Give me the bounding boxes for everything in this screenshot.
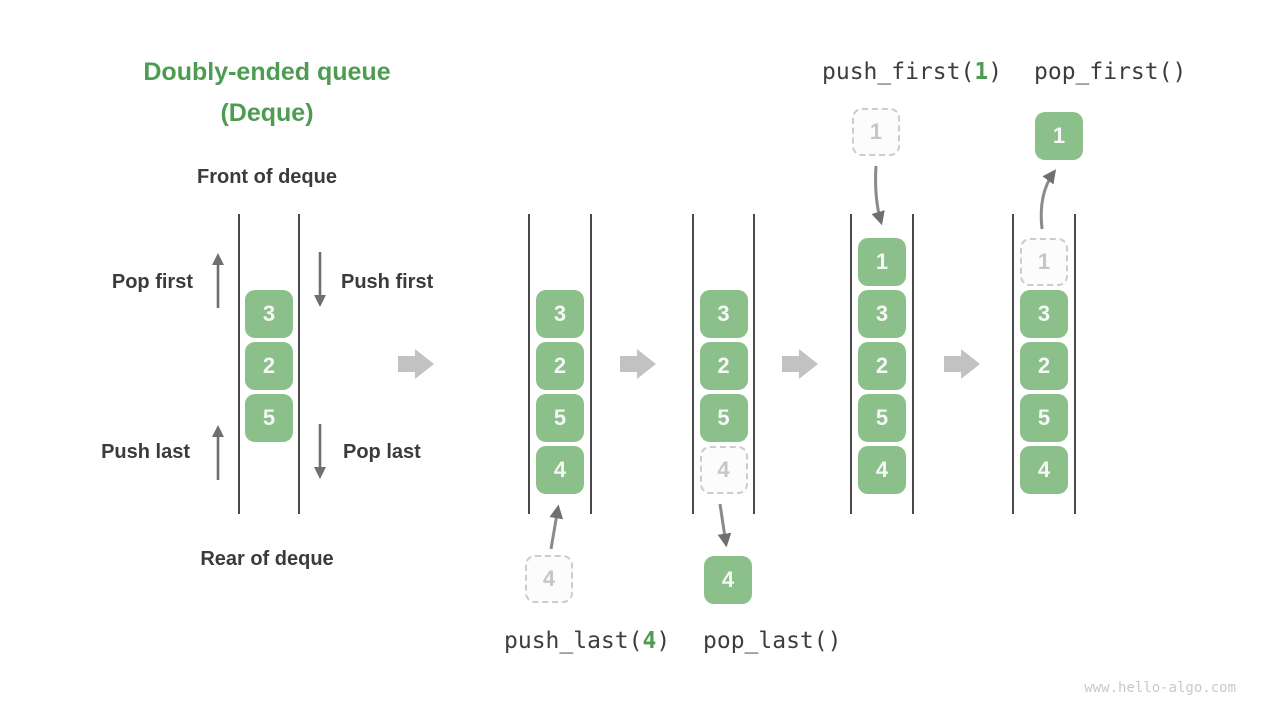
pop-last-code-label: pop_last() (703, 628, 842, 654)
deque-during-pop-last-cell: 5 (699, 394, 748, 442)
step-arrow-icon (782, 349, 818, 379)
push-first-code-label: push_first(1) (822, 59, 1002, 86)
deque-initial-cell: 3 (245, 290, 293, 338)
deque-during-pop-first-wall (1012, 214, 1014, 514)
pop-last-connector-arrow-icon (717, 503, 732, 548)
deque-after-push-last-cell: 5 (536, 394, 584, 442)
deque-during-pop-first-cell: 3 (1020, 290, 1068, 338)
deque-after-push-last-cell: 2 (536, 342, 584, 390)
deque-after-push-last-cell: 4 (536, 446, 584, 494)
deque-during-pop-first-cell: 5 (1020, 394, 1068, 442)
deque-after-push-last-wall (528, 214, 530, 514)
page-title-line1: Doubly-ended queue (143, 58, 391, 86)
deque-during-pop-last-wall (753, 214, 755, 514)
step-arrow-icon (944, 349, 980, 379)
code-text: ) (656, 628, 671, 654)
deque-during-pop-first-cell: 4 (1020, 446, 1068, 494)
step-arrow-icon (398, 349, 434, 379)
deque-after-push-first-cell: 2 (858, 342, 906, 390)
pop-last-result-cell: 4 (704, 556, 752, 604)
page-title-line2: (Deque) (220, 99, 314, 127)
deque-during-pop-first-cell: 2 (1020, 342, 1068, 390)
deque-after-push-first-cell: 4 (858, 446, 906, 494)
deque-during-pop-first-cell: 1 (1020, 238, 1068, 286)
deque-during-pop-last-cell: 4 (699, 446, 748, 494)
pop-first-code-label: pop_first() (1034, 59, 1187, 85)
deque-initial-cell: 5 (245, 394, 293, 442)
code-text: ) (988, 59, 1003, 85)
deque-during-pop-last-cell: 3 (699, 290, 748, 338)
pop-last-label: Pop last (343, 441, 421, 463)
deque-after-push-first-cell: 3 (858, 290, 906, 338)
watermark: www.hello-algo.com (1084, 680, 1236, 696)
push-last-label: Push last (101, 441, 190, 463)
deque-during-pop-last-wall (692, 214, 694, 514)
push-first-connector-arrow-icon (871, 165, 885, 226)
push-first-label: Push first (341, 271, 434, 293)
deque-after-push-first-cell: 1 (858, 238, 906, 286)
pop-first-label: Pop first (111, 271, 193, 293)
deque-after-push-first-wall (912, 214, 914, 514)
push-last-connector-arrow-icon (549, 504, 564, 550)
code-text: push_last( (504, 628, 643, 654)
code-arg: 1 (974, 59, 989, 85)
push-first-incoming-cell: 1 (852, 108, 900, 156)
pop-first-result-cell: 1 (1035, 112, 1083, 160)
deque-during-pop-first-wall (1074, 214, 1076, 514)
deque-initial-wall (298, 214, 300, 514)
code-arg: 4 (642, 628, 657, 654)
push-last-incoming-cell: 4 (525, 555, 573, 603)
rear-of-deque-label: Rear of deque (200, 548, 334, 570)
deque-after-push-first-wall (850, 214, 852, 514)
deque-after-push-first-cell: 5 (858, 394, 906, 442)
push-last-code-label: push_last(4) (504, 628, 670, 655)
pop-first-connector-arrow-icon (1039, 169, 1057, 230)
front-of-deque-label: Front of deque (197, 166, 337, 188)
deque-after-push-last-cell: 3 (536, 290, 584, 338)
step-arrow-icon (620, 349, 656, 379)
code-text: push_first( (822, 59, 975, 85)
deque-initial-wall (238, 214, 240, 514)
deque-after-push-last-wall (590, 214, 592, 514)
page-title: Doubly-ended queue (Deque) (100, 52, 434, 134)
deque-initial-cell: 2 (245, 342, 293, 390)
deque-during-pop-last-cell: 2 (699, 342, 748, 390)
